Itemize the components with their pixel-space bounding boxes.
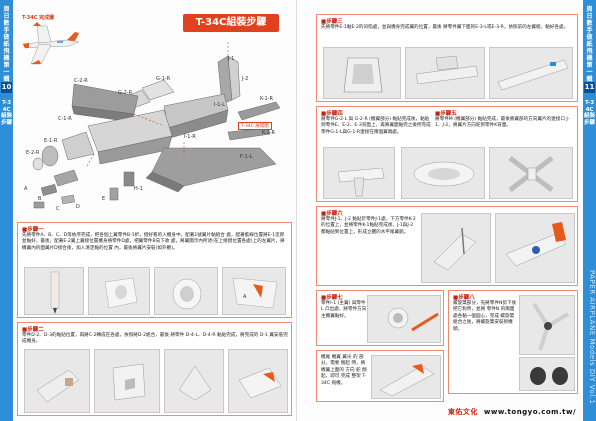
part-label: G-2-R [118,90,133,96]
section-label-right: T-34C組裝步驟 [584,100,596,126]
part-label: C-2-R [74,78,88,84]
hero-caption: T-34C 完成圖 [22,15,55,21]
part-label: A [24,186,28,192]
part-label: I-1-L [214,102,226,108]
step-1-text: 先將零件A、B、C、D等依序完成，把各個上翼零件B-1折，摺好看的入機身中。配著… [22,233,285,251]
step-photo: A [222,267,286,315]
section-label-left: T-34C組裝步驟 [1,100,13,126]
step-photo [401,147,485,199]
part-label: E-1-R [44,138,58,144]
step-photo [519,357,575,391]
step-photo [367,295,441,343]
part-label: K-1-R [260,96,274,102]
right-side-strip: 周日數手做紙飛機第一輯 11 T-34C組裝步驟 PAPER AIRPLANE … [583,0,596,421]
completed-aircraft-photo [17,14,87,72]
step-7-text: 零件I-1 (主翼) 與零件 L 凸出處，將零件方向主機翼黏好。 [321,301,367,319]
step-photo [421,213,491,283]
step-photo [24,349,90,413]
step-photo [519,295,575,355]
part-label: F-1-L [240,154,253,160]
step-photo [371,355,441,399]
diagram-note: T-34C 展開圖 [238,122,272,130]
series-title-left: 周日數手做紙飛機第一輯 [3,6,10,83]
step-2-text: 零件D-2、D-3的黏貼位置，再將C-2轉成在各處，依照將D-2組合，最後 將零… [22,333,288,345]
step-4-heading: ■步驟四 [321,111,343,117]
step-7-heading: ■步驟七 [321,295,343,301]
vertical-brand: PAPER AIRPLANE Models DIY Vol.1 [588,270,596,405]
step-3-text: 先將零件E-1黏E-2的凹陷處，並與機身完成翼的位置，最後 將零件翼下面的E-3… [321,25,569,30]
step-5-text: 將零件M (機翼部分) 黏貼完成，最後將翼部的方向翼片的連接口 J-1、J-2，… [435,117,570,129]
step-photo [495,213,575,283]
part-label: E [102,196,106,202]
step-9-text: 機尾 機翼 翼尖 的 部分，需要 翹起 時，將 機翼上面的 方向 舵 翹起，即可… [321,355,367,386]
step-photo [489,147,573,199]
step-1-heading: ■步驟一 [22,227,44,233]
step-photo [323,147,395,199]
step-4-text: 將零件G-2-L 與 G-2-R (機翼部分) 黏貼完成後，黏貼到零件E、E-2… [321,117,431,135]
step-8-box: ■步驟八 螺旋槳部分，先將零件N剪下後把它對齊，並將 零件N 的兩面處各黏一個圓… [448,290,578,394]
step-photo [24,267,84,315]
exploded-parts-diagram: J-1 K-1-R K-2-R J-2 I-1-L I-1-R G-1-R G-… [14,36,296,220]
part-label: H-1 [134,186,143,192]
step-6-text: 將零件J-1、J-2 黏貼於零件J-1處，下方零件K-2的位置上，並將零件K-1… [321,217,416,235]
step-8-heading: ■步驟八 [453,295,475,301]
part-label: C [56,206,60,212]
step-photo [228,349,288,413]
step-5-heading: ■步驟五 [435,111,457,117]
step-photo [164,349,224,413]
svg-text:A: A [243,294,247,300]
step-2-heading: ■步驟二 [22,327,44,333]
step-3-heading: ■步驟三 [321,19,343,25]
part-label: J-1 [228,56,235,62]
part-label: G-1-R [156,76,171,82]
step-photo [94,349,160,413]
step-6-heading: ■步驟六 [321,211,343,217]
part-label: J-2 [242,76,249,82]
step-6-box: ■步驟六 將零件J-1、J-2 黏貼於零件J-1處，下方零件K-2的位置上，並將… [316,206,578,286]
step-9-box: 機尾 機翼 翼尖 的 部分，需要 翹起 時，將 機翼上面的 方向 舵 翹起，即可… [316,350,444,402]
page-title: T-34C組裝步驟 [183,14,279,32]
step-3-box: ■步驟三 先將零件E-1黏E-2的凹陷處，並與機身完成翼的位置，最後 將零件翼下… [316,14,578,102]
step-2-box: ■步驟二 零件D-2、D-3的黏貼位置，再將C-2轉成在各處，依照將D-2組合，… [17,322,292,416]
part-label: E-2-R [26,150,40,156]
step-photo [323,47,401,99]
step-photo [405,47,485,99]
part-label: C-1-R [58,116,72,122]
page-number-left: 10 [1,82,12,93]
step-photo [489,47,573,99]
part-label: D [76,204,80,210]
step-7-box: ■步驟七 零件I-1 (主翼) 與零件 L 凸出處，將零件方向主機翼黏好。 [316,290,444,346]
right-page: 周日數手做紙飛機第一輯 11 T-34C組裝步驟 PAPER AIRPLANE … [298,0,596,421]
left-page: 周日數手做紙飛機第一輯 10 T-34C組裝步驟 T-34C 完成圖 T-34C… [0,0,297,421]
step-1-box: ■步驟一 先將零件A、B、C、D等依序完成，把各個上翼零件B-1折，摺好看的入機… [17,222,292,318]
publisher-url[interactable]: www.tongyo.com.tw/ [483,408,576,416]
series-title-right: 周日數手做紙飛機第一輯 [586,6,593,83]
left-side-strip: 周日數手做紙飛機第一輯 10 T-34C組裝步驟 [0,0,13,421]
step-photo [154,267,218,315]
part-label: B [38,196,42,202]
publisher-footer: 東佑文化 www.tongyo.com.tw/ [448,407,576,417]
part-label: I-1-R [184,134,196,140]
step-4-box: ■步驟四 將零件G-2-L 與 G-2-R (機翼部分) 黏貼完成後，黏貼到零件… [316,106,578,202]
publisher-name: 東佑文化 [447,408,478,416]
part-label: K-2-R [262,130,276,136]
step-8-text: 螺旋槳部分，先將零件N剪下後把它對齊，並將 零件N 的兩面處各黏一個圓心，完成 … [453,301,517,332]
step-photo [88,267,150,315]
page-number-right: 11 [584,82,595,93]
